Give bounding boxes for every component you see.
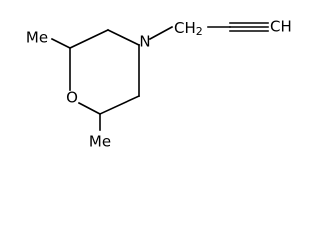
bond-c6-o1 bbox=[77, 101, 102, 116]
bond-n4-ch2 bbox=[148, 25, 174, 41]
methyl-top-label: Me bbox=[26, 29, 48, 47]
atom-n: N bbox=[139, 33, 150, 51]
bond-c5-c6 bbox=[98, 94, 141, 116]
methyl-bottom-label: Me bbox=[89, 133, 111, 151]
bond-c2-c3 bbox=[68, 28, 110, 50]
ch2-subscript: 2 bbox=[196, 25, 203, 38]
bond-c3-n4 bbox=[106, 28, 141, 47]
ch2-text: CH bbox=[174, 19, 196, 37]
ch2-label: CH2 bbox=[174, 19, 203, 39]
bond-c2-methyl bbox=[50, 37, 72, 50]
molecule-diagram: N O Me Me CH2 CH bbox=[26, 18, 292, 151]
alkyne-end-label: CH bbox=[270, 18, 292, 36]
structure-canvas: N O Me Me CH2 CH bbox=[26, 18, 292, 151]
atom-o: O bbox=[66, 89, 78, 107]
